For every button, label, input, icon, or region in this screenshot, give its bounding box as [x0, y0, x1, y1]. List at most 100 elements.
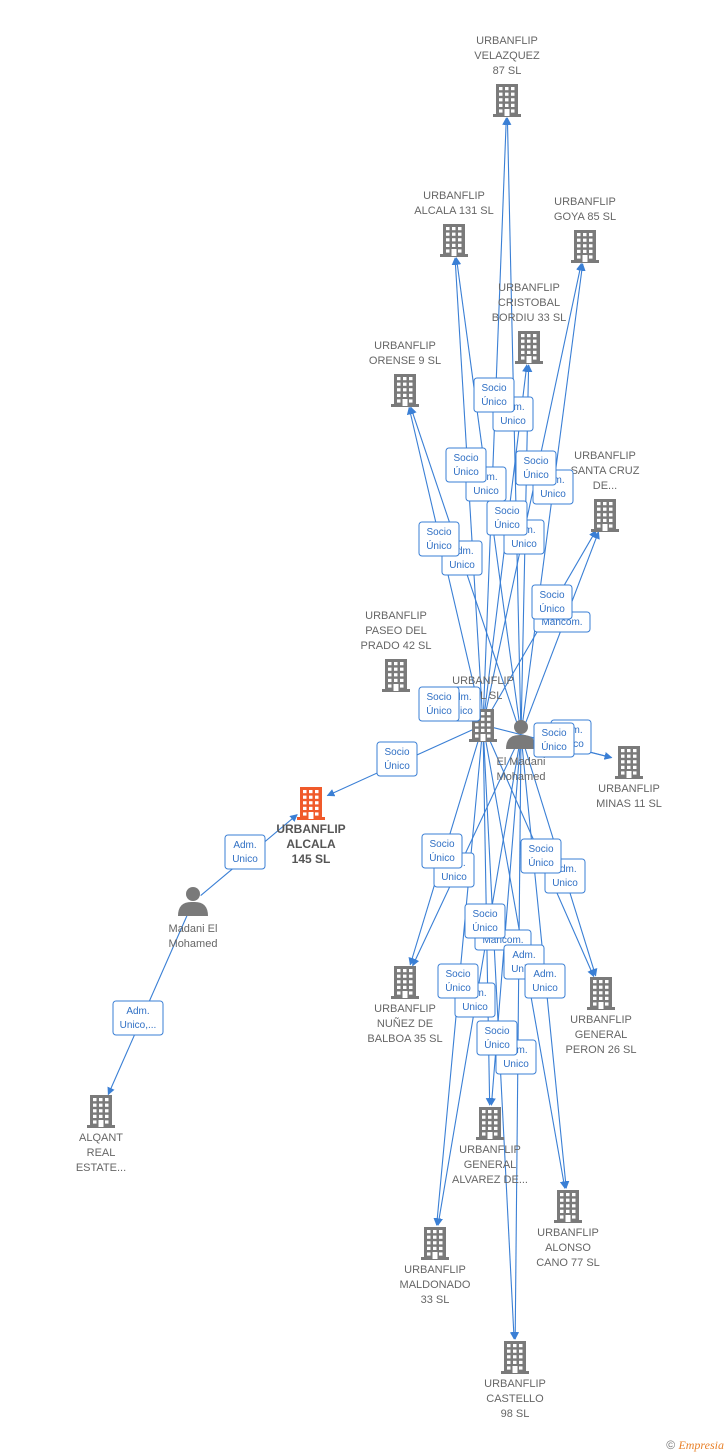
node-label-line: URBANFLIP: [374, 340, 436, 352]
relation-text: Único: [481, 395, 507, 408]
node-castello[interactable]: URBANFLIP CASTELLO 98 SL: [484, 1341, 546, 1420]
relation-text: Unico: [511, 539, 537, 550]
node-label-line: BORDIU 33 SL: [492, 312, 567, 324]
node-label-line: CASTELLO: [486, 1393, 544, 1405]
relation-text: Único: [384, 759, 410, 772]
relation-text: Único: [445, 981, 471, 994]
relation-text: Socio: [453, 453, 478, 464]
relation-text: Único: [528, 856, 554, 869]
relation-text: Adm.: [233, 840, 256, 851]
relation-text: Socio: [539, 590, 564, 601]
node-label-line: NUÑEZ DE: [377, 1017, 433, 1030]
node-alqant[interactable]: ALQANTREALESTATE...: [76, 1095, 126, 1174]
node-label-line: Mohamed: [169, 938, 218, 950]
building-icon: [440, 224, 468, 257]
node-label-line: 98 SL: [501, 1408, 530, 1420]
relation-text: Único: [429, 851, 455, 864]
relation-text: Socio: [426, 692, 451, 703]
relation-text: Unico: [552, 878, 578, 889]
building-icon: [587, 977, 615, 1010]
relation-text: Único: [426, 704, 452, 717]
relation-label[interactable]: Adm. Unico: [224, 834, 266, 870]
relation-text: Adm.: [126, 1006, 149, 1017]
relation-text: Único: [539, 602, 565, 615]
node-peron26[interactable]: URBANFLIP GENERAL PERON 26 SL: [566, 977, 637, 1056]
node-label-line: PASEO DEL: [365, 625, 427, 637]
node-label-line: El Madani: [497, 756, 546, 768]
node-label-line: ORENSE 9 SL: [369, 355, 441, 367]
node-label-line: PERON 26 SL: [566, 1044, 637, 1056]
node-label-line: URBANFLIP: [404, 1264, 466, 1276]
relations-layer: Adm.UnicoSocioÚnicoAdm.UnicoSocioÚnicoAd…: [112, 377, 592, 1075]
relation-text: Socio: [445, 969, 470, 980]
relation-text: Unico: [473, 486, 499, 497]
node-label-line: URBANFLIP: [570, 1014, 632, 1026]
relation-label[interactable]: Adm. Unico,...: [112, 1000, 164, 1036]
node-label-line: URBANFLIP: [374, 1003, 436, 1015]
relation-text: Único: [484, 1038, 510, 1051]
node-label-line: URBANFLIP: [484, 1378, 546, 1390]
node-label-line: URBANFLIP: [365, 610, 427, 622]
relation-text: Adm.: [448, 692, 471, 703]
copyright-symbol: ©: [666, 1438, 676, 1452]
relation-text: Unico: [447, 706, 473, 717]
building-icon: [421, 1227, 449, 1260]
relation-text: Unico,...: [120, 1020, 157, 1031]
relation-text: Socio: [481, 383, 506, 394]
node-label-line: URBANFLIP: [574, 450, 636, 462]
node-label-line: ALONSO: [545, 1242, 591, 1254]
node-label-line: SANTA CRUZ: [571, 465, 640, 477]
relation-text: Socio: [528, 844, 553, 855]
node-orense9[interactable]: URBANFLIP ORENSE 9 SL: [369, 340, 441, 407]
node-goya85[interactable]: URBANFLIP GOYA 85 SL: [554, 196, 616, 263]
relation-text: Adm.: [450, 546, 473, 557]
relation-text: Unico: [232, 854, 258, 865]
node-label-line: GENERAL: [575, 1029, 628, 1041]
node-label-line: URBANFLIP: [598, 783, 660, 795]
node-label-line: 145 SL: [292, 852, 331, 866]
node-label-line: GOYA 85 SL: [554, 211, 616, 223]
node-label-line: URBANFLIP: [459, 1144, 521, 1156]
relation-text: Único: [523, 468, 549, 481]
relation-label[interactable]: Adm.Unico: [524, 963, 566, 999]
footer-brand[interactable]: © Empresia: [666, 1438, 724, 1453]
relation-text: Unico: [449, 560, 475, 571]
building-icon: [571, 230, 599, 263]
node-label-line: URBANFLIP: [476, 35, 538, 47]
node-label-line: URBANFLIP: [554, 196, 616, 208]
relation-text: Unico: [511, 964, 537, 975]
building-icon: [476, 1107, 504, 1140]
node-label-line: CANO 77 SL: [536, 1257, 600, 1269]
building-icon: [615, 746, 643, 779]
node-label-line: GENERAL: [464, 1159, 517, 1171]
